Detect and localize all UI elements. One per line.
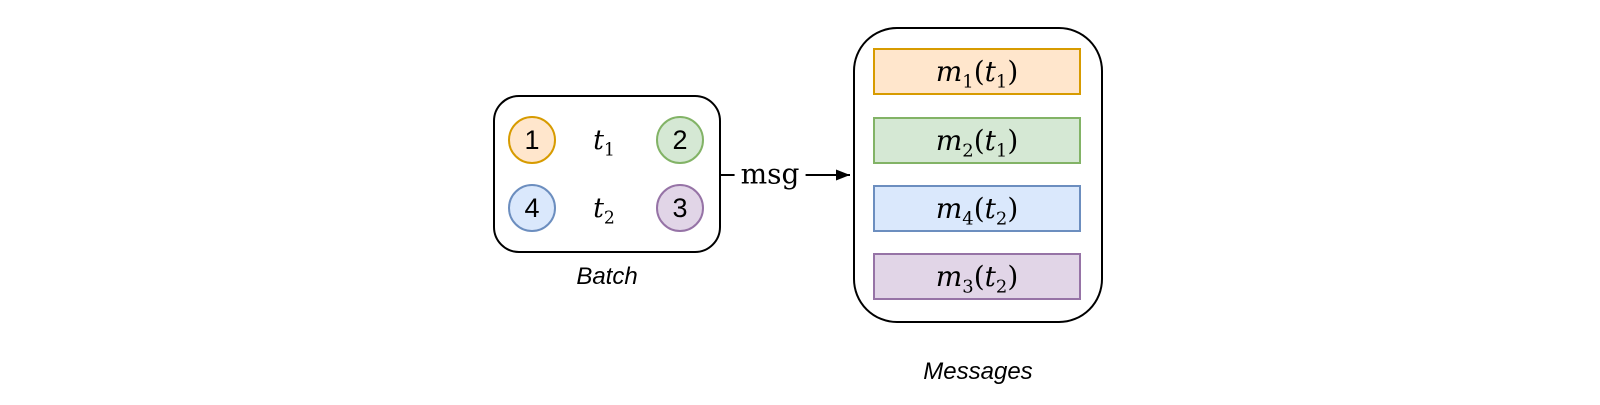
edge-label-t2: t2	[587, 193, 621, 227]
batch-node-4-label: 4	[524, 192, 540, 223]
batch-node-1-label: 1	[524, 124, 540, 155]
message-item-m3: m3(t2)	[873, 253, 1081, 300]
edge-label-t2-var: t	[593, 193, 604, 225]
batch-node-1: 1	[508, 116, 556, 164]
batch-node-2: 2	[656, 116, 704, 164]
message-item-m2-label: m2(t1)	[935, 124, 1019, 162]
msg-edge-label: msg	[734, 159, 806, 191]
message-item-m4: m4(t2)	[873, 185, 1081, 232]
batch-caption: Batch	[576, 263, 638, 290]
edge-label-t2-sub: 2	[603, 208, 615, 229]
messages-caption: Messages	[923, 358, 1033, 385]
batch-node-4: 4	[508, 184, 556, 232]
batch-node-3-label: 3	[672, 192, 688, 223]
edge-label-t1-var: t	[593, 125, 604, 157]
edge-label-t1: t1	[587, 125, 621, 159]
message-item-m1-label: m1(t1)	[935, 55, 1019, 93]
batch-node-3: 3	[656, 184, 704, 232]
message-item-m2: m2(t1)	[873, 117, 1081, 164]
message-item-m1: m1(t1)	[873, 48, 1081, 95]
message-item-m4-label: m4(t2)	[935, 192, 1019, 230]
batch-node-2-label: 2	[672, 124, 688, 155]
message-item-m3-label: m3(t2)	[935, 260, 1019, 298]
edge-label-t1-sub: 1	[603, 140, 615, 161]
